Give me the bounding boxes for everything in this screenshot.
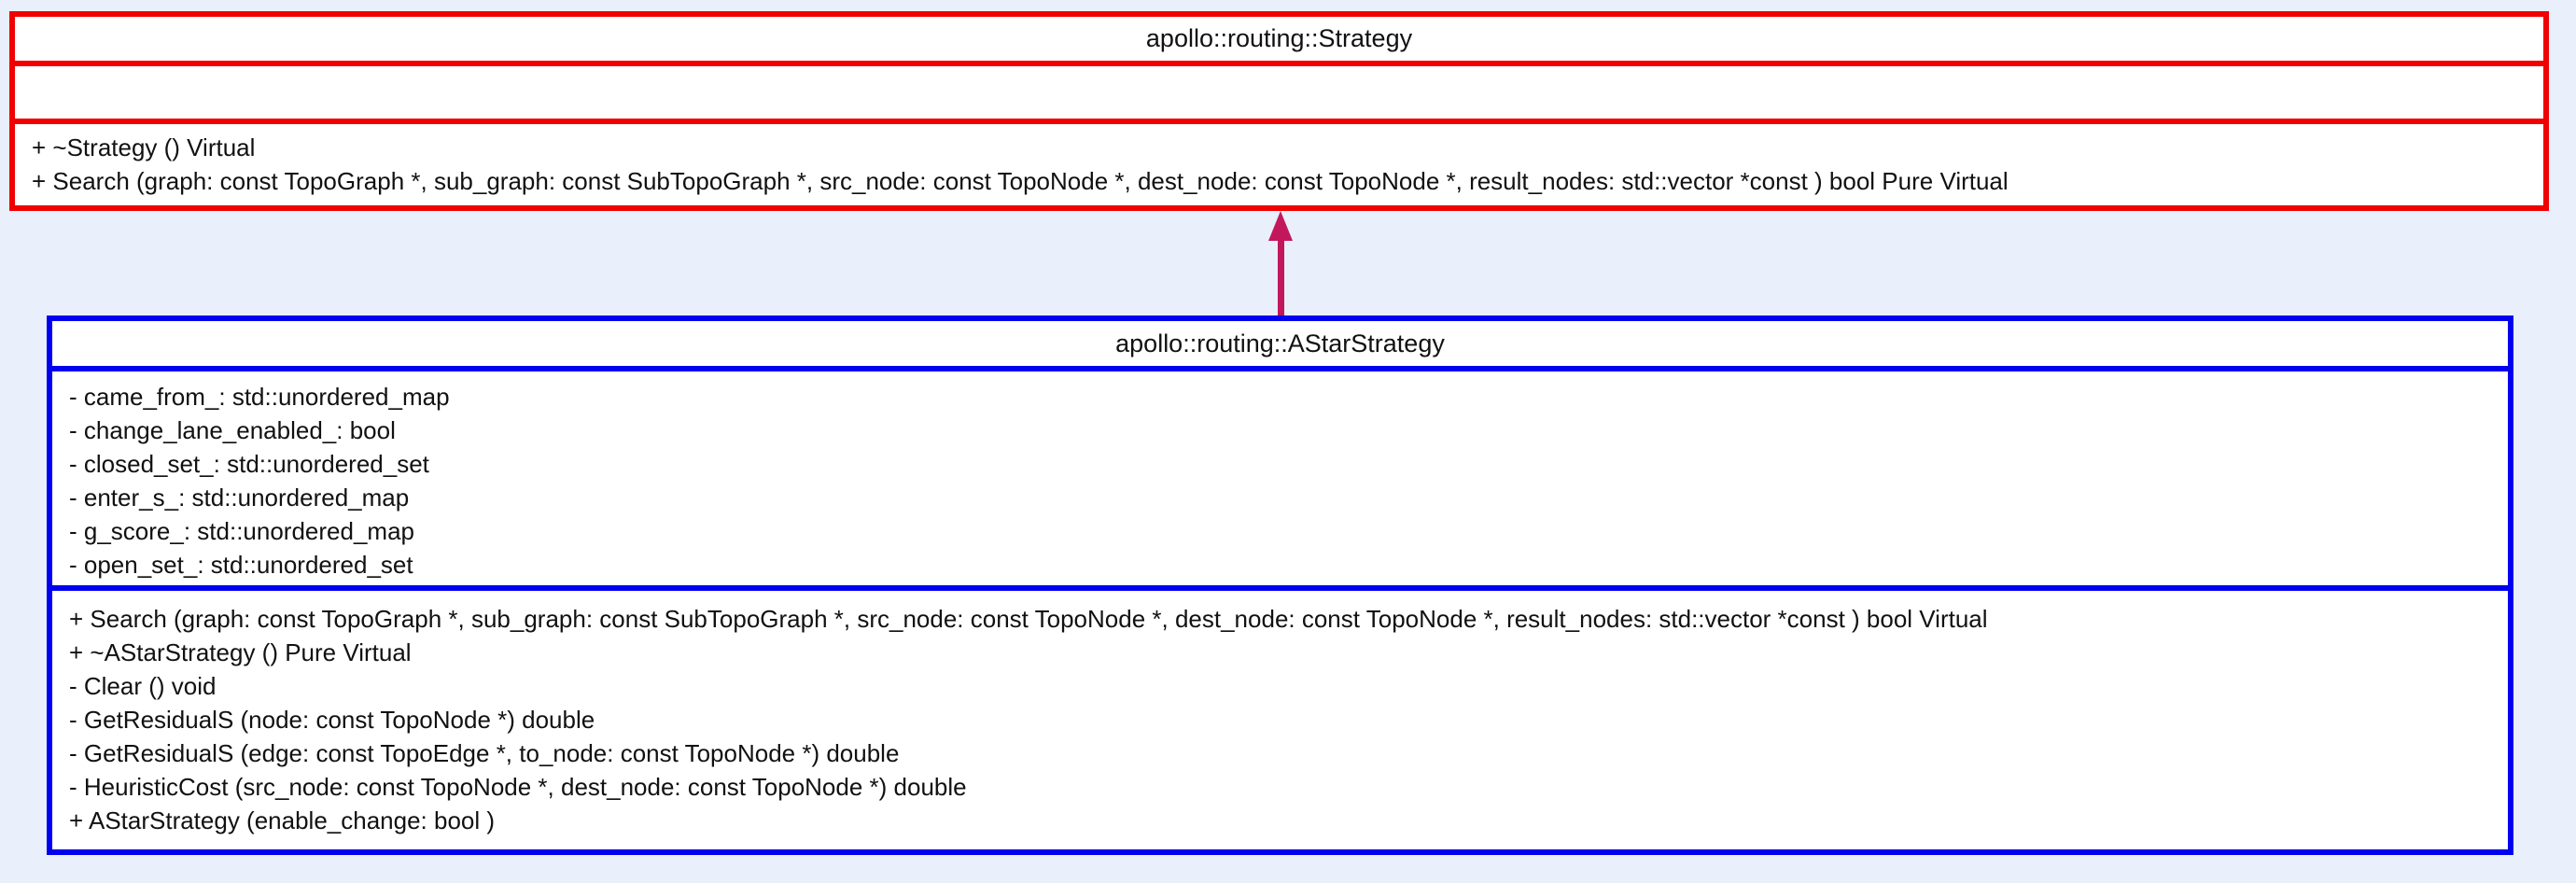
strategy-methods-section: + ~Strategy () Virtual + Search (graph: … [15,119,2543,205]
method-line: - GetResidualS (node: const TopoNode *) … [69,706,595,734]
astarstrategy-methods-section: + Search (graph: const TopoGraph *, sub_… [52,585,2508,849]
method-line: + AStarStrategy (enable_change: bool ) [69,806,496,834]
attribute-line: - closed_set_: std::unordered_set [69,450,429,478]
method-line: + Search (graph: const TopoGraph *, sub_… [69,605,1988,633]
attribute-line: - g_score_: std::unordered_map [69,517,414,545]
attribute-line: - came_from_: std::unordered_map [69,383,450,411]
method-line: - HeuristicCost (src_node: const TopoNod… [69,773,967,801]
attribute-line: - enter_s_: std::unordered_map [69,484,410,512]
method-line: - Clear () void [69,672,217,700]
class-name-astarstrategy: apollo::routing::AStarStrategy [1115,329,1445,357]
method-line: + ~Strategy () Virtual [32,133,256,161]
method-line: - GetResidualS (edge: const TopoEdge *, … [69,739,900,767]
class-box-strategy: apollo::routing::Strategy + ~Strategy ()… [9,11,2549,211]
class-name-strategy: apollo::routing::Strategy [1145,24,1413,52]
attribute-line: - change_lane_enabled_: bool [69,416,396,444]
attribute-line: - open_set_: std::unordered_set [69,551,413,579]
strategy-attributes-section-empty [15,61,2543,119]
method-line: + ~AStarStrategy () Pure Virtual [69,638,412,666]
arrow-shaft [1277,241,1284,315]
method-line: + Search (graph: const TopoGraph *, sub_… [32,167,2009,195]
astarstrategy-attributes-section: - came_from_: std::unordered_map - chang… [52,366,2508,585]
arrow-head-icon [1268,211,1293,241]
inheritance-arrow [1268,211,1293,315]
class-box-astarstrategy: apollo::routing::AStarStrategy - came_fr… [47,315,2513,855]
